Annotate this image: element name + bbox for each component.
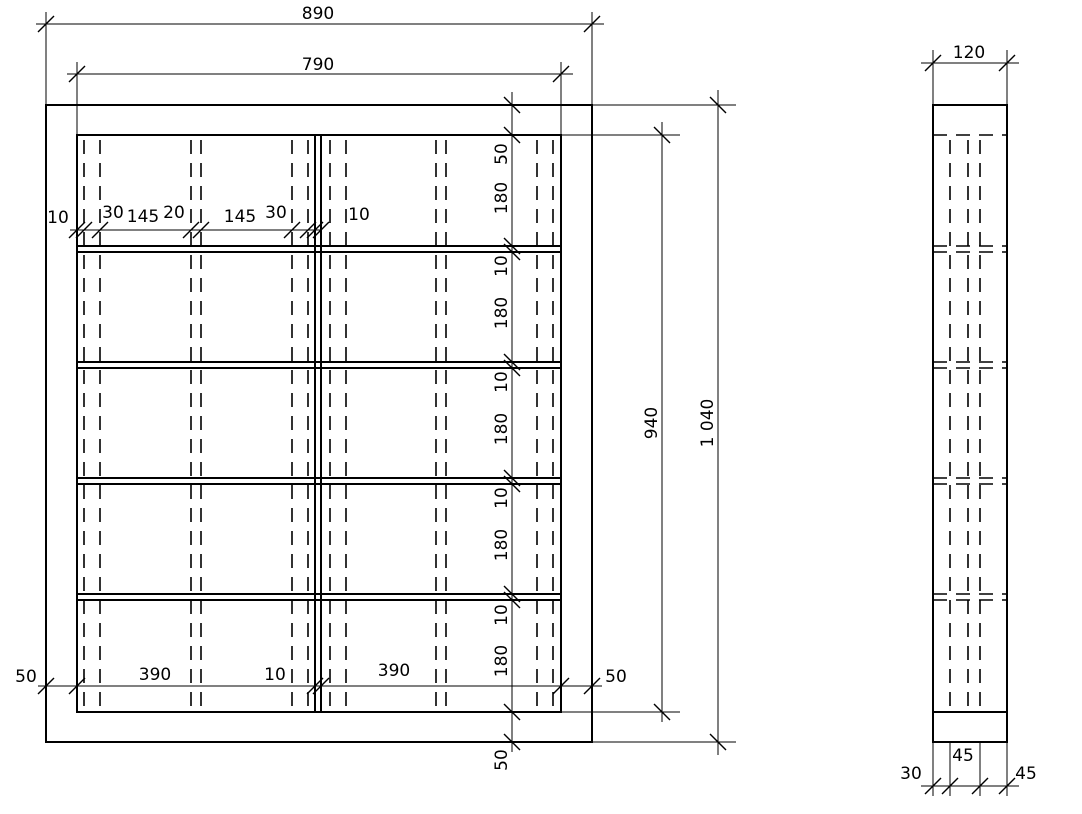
dim-label-col-1: 30 xyxy=(102,203,124,223)
dim-label-940: 940 xyxy=(642,407,662,439)
dim-label-row-3: 180 xyxy=(492,297,512,329)
dim-label-row-2: 10 xyxy=(492,255,512,277)
dim-label-row-5: 180 xyxy=(492,413,512,445)
dim-label-col-0: 10 xyxy=(47,208,69,228)
dim-side-bottom-chain: 30 45 45 xyxy=(900,742,1037,796)
dim-label-1040: 1 040 xyxy=(698,399,718,448)
dim-total-height: 1 040 xyxy=(592,90,736,755)
front-view: 890 790 10 30 145 20 145 xyxy=(15,4,736,771)
inner-frame xyxy=(76,134,562,713)
dim-label-side-0: 30 xyxy=(900,764,922,784)
dim-label-row-0: 50 xyxy=(492,143,512,165)
dim-inner-height: 940 xyxy=(561,122,680,722)
dim-label-row-8: 10 xyxy=(492,604,512,626)
dim-label-row-9: 180 xyxy=(492,645,512,677)
dim-column-chain: 10 30 145 20 145 30 10 xyxy=(47,203,370,239)
side-view: 120 30 45 45 xyxy=(900,43,1037,796)
dim-label-col-3: 20 xyxy=(163,203,185,223)
hidden-lines xyxy=(83,140,554,708)
dim-label-col-2: 145 xyxy=(127,207,159,227)
dim-bottom-chain: 50 390 10 390 50 xyxy=(15,661,627,695)
dim-label-row-4: 10 xyxy=(492,371,512,393)
dim-label-col-4: 145 xyxy=(224,207,256,227)
dim-label-col-5: 30 xyxy=(265,203,287,223)
dim-inner-width: 790 xyxy=(67,55,573,135)
dim-label-side-2: 45 xyxy=(1015,764,1037,784)
dim-label-panel-right: 390 xyxy=(378,661,410,681)
dim-label-bottom-margin: 50 xyxy=(492,749,512,771)
dim-label-890: 890 xyxy=(302,4,334,24)
dim-label-row-6: 10 xyxy=(492,487,512,509)
dim-side-depth: 120 xyxy=(921,43,1019,105)
dim-label-120: 120 xyxy=(953,43,985,63)
dim-label-row-7: 180 xyxy=(492,529,512,561)
shelf-dividers xyxy=(77,245,561,601)
dim-label-divider: 10 xyxy=(264,665,286,685)
outer-frame xyxy=(45,104,593,743)
dim-label-left-margin: 50 xyxy=(15,667,37,687)
dim-label-right-margin: 50 xyxy=(605,667,627,687)
dim-label-col-6: 10 xyxy=(348,205,370,225)
side-frame xyxy=(932,104,1008,743)
dim-label-side-1: 45 xyxy=(952,746,974,766)
side-shelf-lines xyxy=(933,134,1007,601)
dim-label-panel-left: 390 xyxy=(139,665,171,685)
dim-overall-width: 890 xyxy=(36,4,604,105)
dim-label-row-1: 180 xyxy=(492,182,512,214)
dim-label-790: 790 xyxy=(302,55,334,75)
dim-row-chain: 50 180 10 180 10 180 10 180 10 180 50 xyxy=(492,92,521,771)
